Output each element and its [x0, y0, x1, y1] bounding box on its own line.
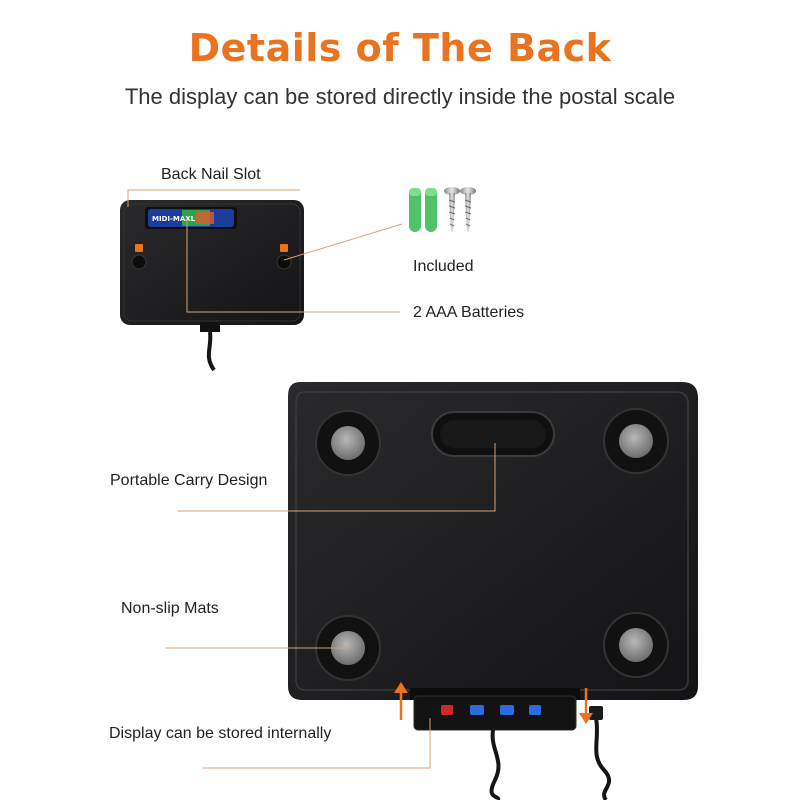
stored-display: [413, 695, 612, 800]
battery-callout-line: [186, 220, 400, 313]
hold-button-icon: [500, 705, 514, 715]
tare-button-icon: [529, 705, 541, 715]
screw-icon: [444, 187, 460, 232]
nail-slot-left: [131, 244, 147, 270]
display-back-unit: MIDI-MAXL: [120, 200, 304, 372]
non-slip-mat-top-left: [315, 410, 381, 476]
page-subtitle: The display can be stored directly insid…: [124, 84, 676, 109]
non-slip-mat-top-right: [603, 408, 669, 474]
battery-brand-text: MIDI-MAXL: [152, 215, 196, 223]
non-slip-mats-label: Non-slip Mats: [121, 600, 219, 617]
included-label: Included: [413, 258, 474, 275]
nail-slot-callout-line: [127, 189, 300, 207]
non-slip-mat-bottom-right: [603, 612, 669, 678]
carry-handle: [431, 411, 555, 457]
scale-base: [288, 382, 698, 700]
display-cable: [489, 729, 501, 800]
display-cable: [206, 331, 216, 372]
display-stored-callout-line: [203, 718, 431, 769]
included-accessories: [409, 187, 476, 232]
carry-callout-line: [178, 443, 496, 512]
power-button-icon: [441, 705, 453, 715]
unit-button-icon: [470, 705, 484, 715]
display-stored-label: Display can be stored internally: [109, 725, 332, 742]
batteries-label: 2 AAA Batteries: [413, 304, 525, 321]
wall-anchor-icon: [409, 188, 421, 232]
battery-compartment: MIDI-MAXL: [145, 207, 237, 229]
page-title: Details of The Back: [188, 26, 612, 70]
carry-design-label: Portable Carry Design: [110, 472, 268, 489]
insert-arrow-up-icon: [394, 682, 408, 720]
remove-arrow-down-icon: [579, 688, 593, 724]
screw-icon: [460, 187, 476, 232]
wall-anchor-icon: [425, 188, 437, 232]
back-nail-slot-label: Back Nail Slot: [161, 166, 261, 183]
included-callout-line: [283, 223, 403, 261]
scale-cable: [594, 717, 612, 800]
